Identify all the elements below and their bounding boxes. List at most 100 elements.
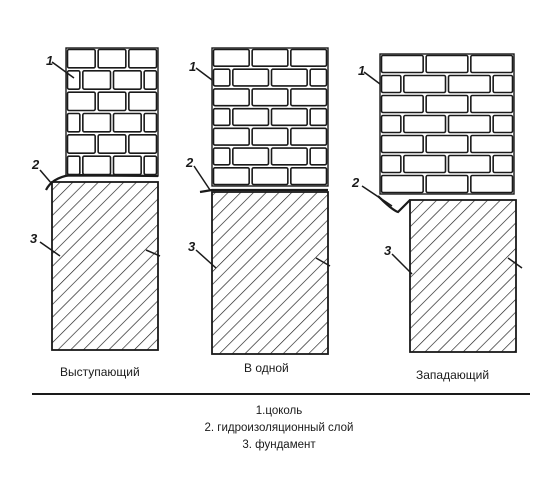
label-foundation: 3 [384, 243, 392, 258]
legend-foundation: 3. фундамент [242, 439, 316, 451]
brick [66, 112, 81, 133]
brick [212, 68, 231, 87]
leader-line-layer [39, 169, 53, 185]
brick-wall-outline [211, 47, 329, 187]
label-layer: 2 [186, 155, 194, 170]
brick [309, 107, 328, 127]
leader-mark-foundation [507, 257, 523, 269]
brick [97, 91, 127, 112]
brick [143, 112, 158, 133]
brick [380, 94, 424, 114]
brick [66, 48, 96, 69]
brick [66, 134, 96, 154]
brick [380, 134, 424, 154]
brick [380, 154, 402, 174]
legend-plinth: 1.цоколь [255, 405, 303, 417]
brick [128, 91, 158, 112]
leader-mark-foundation [315, 257, 331, 267]
brick [66, 91, 96, 112]
brick [470, 94, 514, 114]
brick [492, 114, 514, 134]
brick [380, 114, 402, 134]
brick [380, 74, 402, 94]
caption-flush: В одной [244, 361, 289, 375]
brick [212, 107, 231, 127]
leader-line-brick [195, 67, 213, 81]
foundation-block [51, 181, 159, 351]
brick [66, 70, 81, 90]
leader-line-foundation [195, 249, 217, 269]
brick [251, 48, 289, 68]
brick [380, 174, 424, 194]
brick [270, 107, 308, 127]
brick [143, 155, 158, 176]
brick [290, 166, 328, 186]
label-brick: 1 [189, 59, 197, 74]
brick [112, 112, 142, 133]
leader-line-foundation [391, 253, 413, 275]
brick [309, 68, 328, 87]
leader-line-layer [361, 185, 393, 207]
brick [232, 107, 270, 127]
brick [470, 174, 514, 194]
label-layer: 2 [352, 175, 360, 190]
leader-line-layer [193, 165, 211, 191]
leader-mark-foundation [145, 249, 161, 257]
brick [290, 88, 328, 107]
brick [270, 147, 308, 166]
brick [425, 54, 469, 74]
brick [447, 154, 491, 174]
label-brick: 1 [46, 53, 54, 68]
brick [290, 127, 328, 146]
brick [212, 127, 250, 146]
brick [212, 147, 231, 166]
waterproofing-layer [377, 195, 411, 214]
brick [470, 134, 514, 154]
brick [143, 70, 158, 90]
brick [470, 54, 514, 74]
label-brick: 1 [358, 63, 366, 78]
brick [212, 48, 250, 68]
caption-recessed: Западающий [416, 368, 490, 382]
brick [403, 74, 447, 94]
brick [251, 88, 289, 107]
brick [128, 134, 158, 154]
brick [97, 134, 127, 154]
label-layer: 2 [32, 157, 40, 172]
brick [270, 68, 308, 87]
leader-line-brick [51, 61, 75, 79]
brick [425, 134, 469, 154]
brick [97, 48, 127, 69]
label-foundation: 3 [188, 239, 196, 254]
caption-protruding: Выступающий [60, 365, 140, 379]
brick [232, 147, 270, 166]
column-recessed [361, 53, 523, 353]
brick [112, 155, 142, 176]
label-foundation: 3 [30, 231, 38, 246]
brick [425, 174, 469, 194]
brick [82, 155, 112, 176]
brick [66, 155, 81, 176]
brick [82, 112, 112, 133]
foundation-block [409, 199, 517, 353]
brick [232, 68, 270, 87]
brick [447, 114, 491, 134]
brick [309, 147, 328, 166]
brick [290, 48, 328, 68]
brick [492, 154, 514, 174]
brick [212, 88, 250, 107]
column-protruding [39, 47, 161, 351]
brick [112, 70, 142, 90]
brick [212, 166, 250, 186]
brick [403, 154, 447, 174]
brick [251, 127, 289, 146]
brick [403, 114, 447, 134]
brick [128, 48, 158, 69]
brick [492, 74, 514, 94]
legend-waterproofing: 2. гидроизоляционный слой [204, 422, 354, 434]
leader-line-brick [363, 71, 381, 85]
leader-line-foundation [39, 241, 61, 257]
brick [447, 74, 491, 94]
